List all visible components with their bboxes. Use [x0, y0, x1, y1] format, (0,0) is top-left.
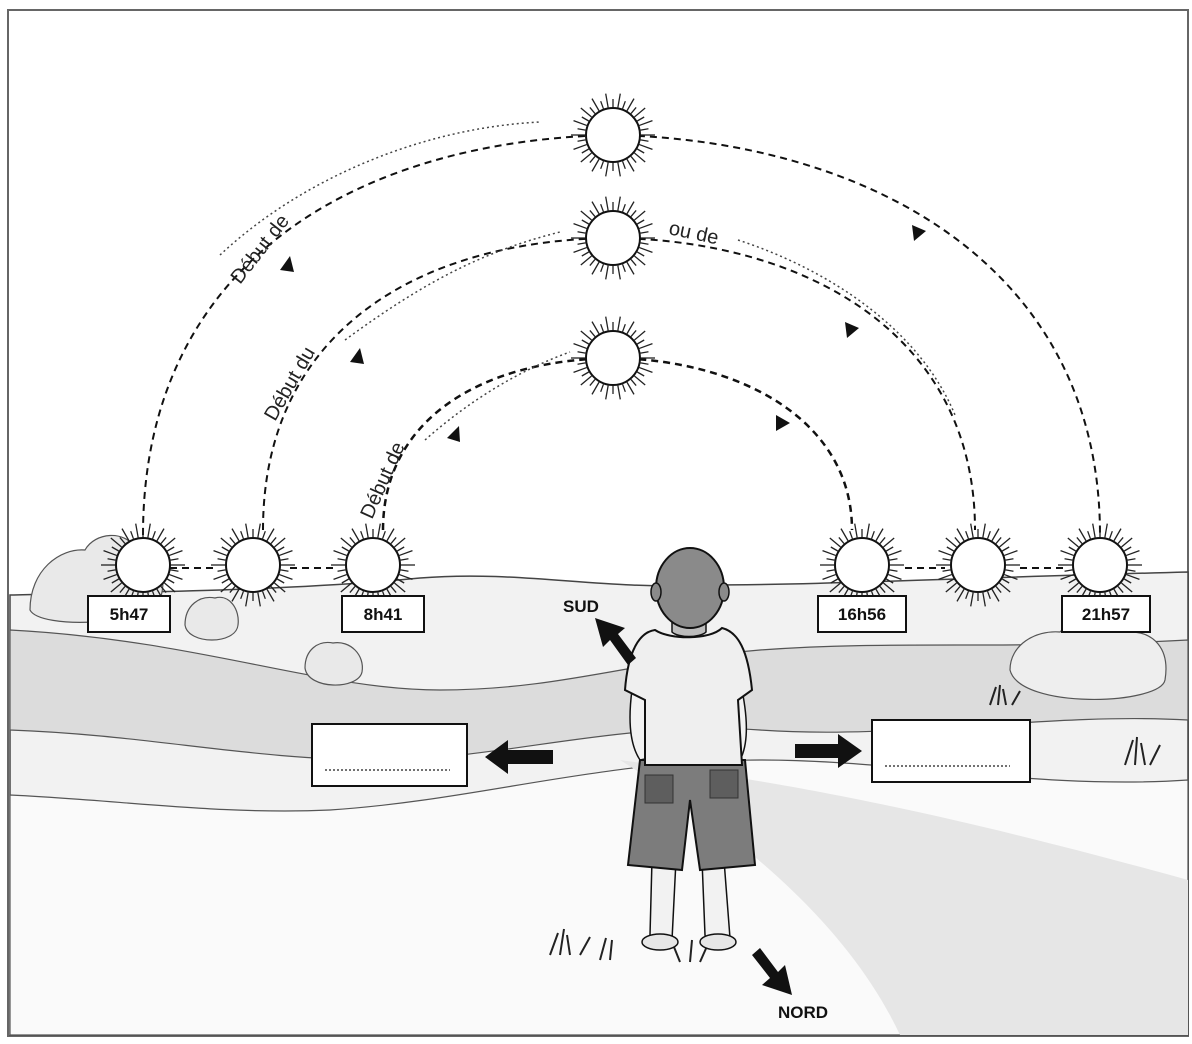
sun-set-outer-icon	[1058, 523, 1142, 607]
north-direction: NORD	[752, 948, 828, 1022]
south-label: SUD	[563, 597, 599, 616]
time-box-sunset-outer: 21h57	[1061, 595, 1151, 633]
time-box-sunset-inner: 16h56	[817, 595, 907, 633]
sun-rise-outer-icon	[101, 523, 185, 607]
south-direction: SUD	[563, 597, 636, 665]
north-arrow-icon	[752, 948, 792, 995]
time-16h56: 16h56	[838, 605, 886, 624]
north-label: NORD	[778, 1003, 828, 1022]
sun-rise-middle-icon	[211, 523, 295, 607]
time-box-sunrise-outer: 5h47	[87, 595, 171, 633]
landscape	[9, 534, 1189, 1036]
time-8h41: 8h41	[364, 605, 403, 624]
time-21h57: 21h57	[1082, 605, 1130, 624]
bush-right	[1009, 618, 1167, 700]
grass-tufts	[549, 684, 1161, 963]
middle-arc	[262, 236, 976, 531]
boy-figure	[623, 547, 757, 951]
path-band	[620, 760, 1188, 1035]
time-box-sunrise-inner: 8h41	[341, 595, 425, 633]
answer-box-right[interactable]	[871, 719, 1031, 783]
inner-arc	[381, 356, 854, 531]
west-arrow-icon	[485, 740, 553, 774]
boy-head	[655, 547, 725, 629]
outer-arc	[142, 133, 1101, 536]
answer-box-left[interactable]	[311, 723, 468, 787]
sun-noon-outer-icon	[571, 93, 655, 177]
sun-arcs	[142, 121, 1101, 536]
sun-noon-inner-icon	[571, 316, 655, 400]
suns	[101, 93, 1142, 607]
east-arrow-icon	[795, 734, 862, 768]
south-arrow-icon	[595, 618, 636, 665]
sun-set-middle-icon	[936, 523, 1020, 607]
sun-noon-middle-icon	[571, 196, 655, 280]
time-5h47: 5h47	[110, 605, 149, 624]
